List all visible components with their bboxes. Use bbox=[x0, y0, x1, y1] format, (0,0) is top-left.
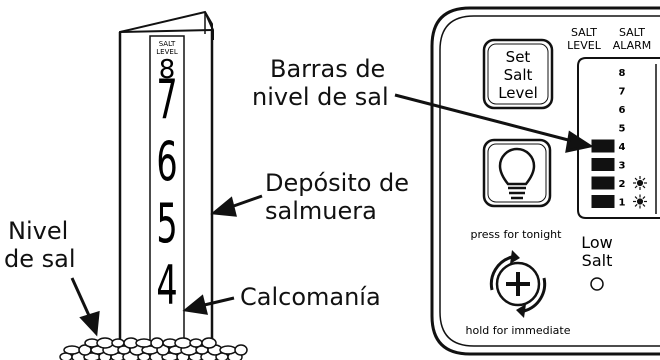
salt-pebble bbox=[150, 337, 164, 349]
panel-outline bbox=[430, 6, 660, 356]
press-for-tonight-text: press for tonight bbox=[471, 228, 563, 241]
level-label: Level bbox=[498, 84, 538, 102]
salt-level-bar bbox=[591, 195, 615, 208]
salt-level-bar bbox=[591, 158, 615, 171]
header-salt-level-2: LEVEL bbox=[567, 39, 602, 52]
salt-level-bar bbox=[591, 139, 615, 153]
salt-pebble bbox=[63, 345, 81, 355]
arrow-nivel bbox=[70, 277, 93, 321]
hold-for-immediate-text: hold for immediate bbox=[466, 324, 571, 337]
lightbulb-button[interactable] bbox=[482, 138, 552, 208]
low-salt-led bbox=[590, 277, 604, 291]
salt-pebble bbox=[189, 338, 203, 348]
decal-header-salt: SALT bbox=[159, 40, 176, 48]
salt-pebble bbox=[201, 337, 217, 349]
label-deposito-line2: salmuera bbox=[265, 197, 377, 225]
level-number: 6 bbox=[619, 105, 626, 116]
decal-number: 7 bbox=[156, 68, 177, 132]
salt-pebble bbox=[96, 337, 114, 349]
low-salt-label-2: Salt bbox=[582, 251, 613, 270]
decal-number: 6 bbox=[156, 130, 177, 194]
decal-header-level: LEVEL bbox=[156, 48, 178, 56]
header-salt-level-1: SALT bbox=[571, 26, 597, 39]
decal-number: 5 bbox=[156, 192, 177, 256]
level-number: 2 bbox=[619, 179, 626, 190]
label-nivel-line1: Nivel bbox=[8, 217, 69, 245]
label-nivel-line2: de sal bbox=[4, 245, 76, 273]
salt-pebble bbox=[174, 337, 192, 349]
level-number: 4 bbox=[619, 142, 626, 153]
salt-pebble bbox=[234, 344, 248, 356]
label-barras-line1: Barras de bbox=[270, 55, 386, 83]
lightbulb-icon bbox=[498, 147, 536, 200]
set-label: Set bbox=[506, 48, 531, 66]
set-salt-level-button[interactable]: Set Salt Level bbox=[482, 38, 554, 110]
arrow-barras bbox=[394, 93, 577, 144]
salt-level-bar bbox=[591, 176, 615, 190]
sun-icon bbox=[633, 194, 647, 209]
salt-pebble bbox=[219, 345, 237, 355]
level-number: 7 bbox=[619, 87, 626, 98]
regen-plus-icon bbox=[489, 250, 547, 318]
header-salt-alarm-2: ALARM bbox=[613, 39, 652, 52]
level-number: 5 bbox=[619, 124, 626, 135]
header-salt-alarm-1: SALT bbox=[619, 26, 645, 39]
level-number: 1 bbox=[619, 198, 626, 209]
label-barras-line2: nivel de sal bbox=[252, 83, 389, 111]
salt-pebble bbox=[111, 338, 125, 348]
label-calcomania: Calcomanía bbox=[240, 283, 381, 311]
decal-number: 4 bbox=[156, 254, 177, 318]
salt-pile bbox=[59, 337, 248, 360]
low-salt-label-1: Low bbox=[581, 233, 613, 252]
salt-label: Salt bbox=[504, 66, 533, 84]
level-display-frame bbox=[577, 57, 660, 219]
sun-icon bbox=[633, 176, 647, 190]
tank-decal bbox=[149, 35, 185, 347]
label-deposito-line1: Depósito de bbox=[265, 169, 410, 197]
regen-button[interactable] bbox=[489, 250, 547, 318]
level-number: 8 bbox=[619, 68, 626, 79]
decal-number: 8 bbox=[159, 55, 176, 85]
level-number: 3 bbox=[619, 161, 626, 172]
salt-pebble bbox=[135, 338, 153, 348]
control-panel: Set Salt Level SALT LEVEL SALT ALARM 8 7 6… bbox=[430, 6, 660, 356]
arrow-calcomania bbox=[199, 296, 235, 308]
